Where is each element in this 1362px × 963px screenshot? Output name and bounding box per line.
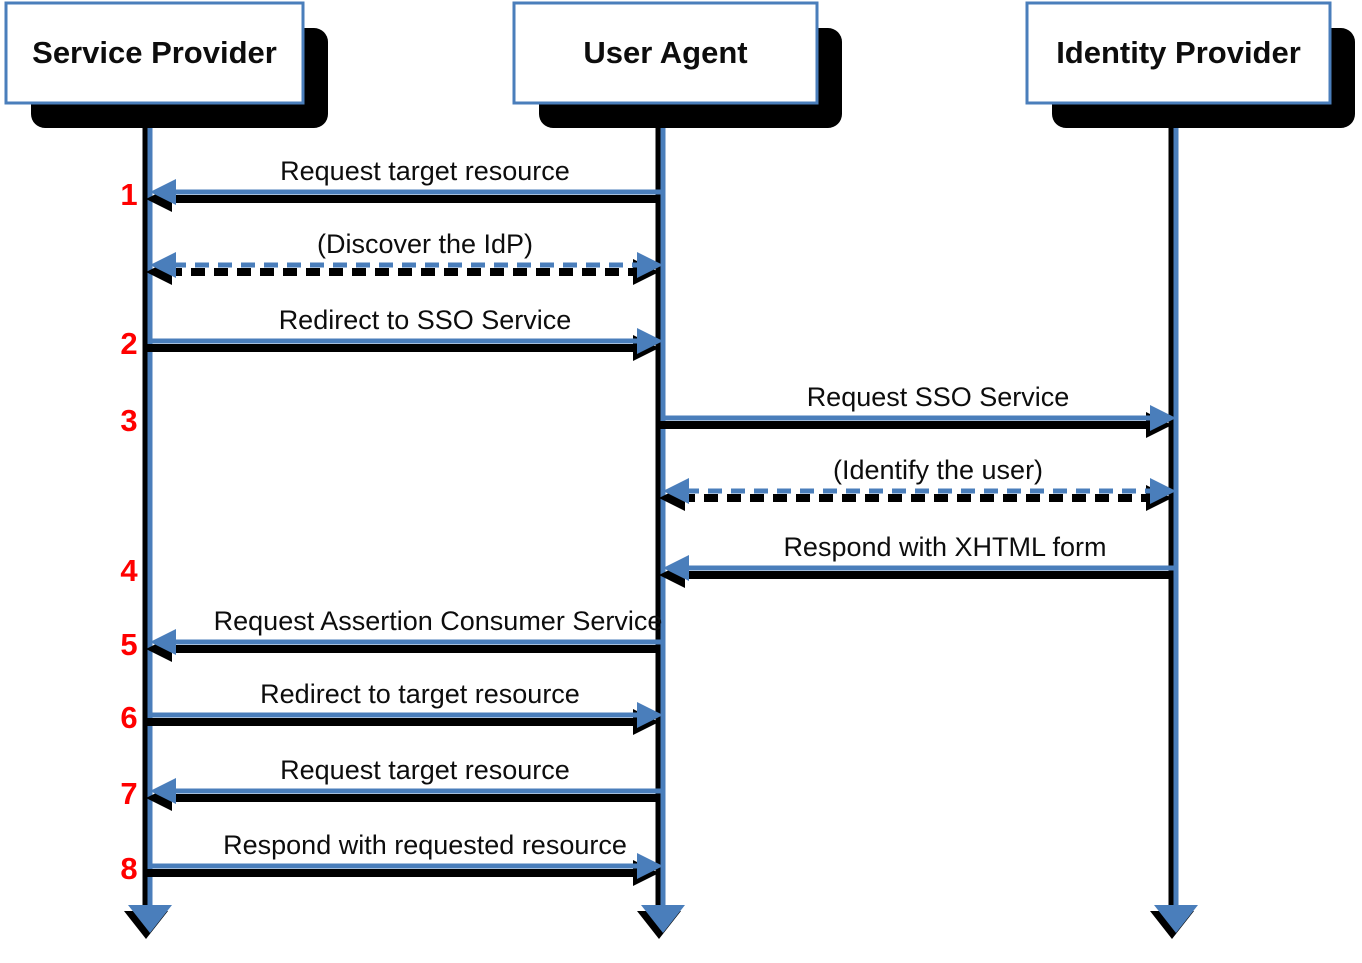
lifeline-cap-user-agent xyxy=(641,905,685,933)
step-number-8: 8 xyxy=(120,851,137,886)
msg-8-label: Respond with requested resource xyxy=(223,830,627,860)
msg-7-head xyxy=(150,778,176,804)
messages-layer: Request target resource (Discover the IdP… xyxy=(146,156,1176,886)
msg-6: Redirect to target resource xyxy=(146,679,663,735)
msg-discover-idp: (Discover the IdP) xyxy=(146,229,663,285)
msg-identify-user-label: (Identify the user) xyxy=(833,455,1043,485)
msg-2-label: Redirect to SSO Service xyxy=(279,305,572,335)
msg-7: Request target resource xyxy=(146,755,663,811)
step-number-7: 7 xyxy=(120,776,137,811)
msg-8-head xyxy=(637,853,663,879)
msg-6-label: Redirect to target resource xyxy=(260,679,580,709)
lifeline-identity-provider xyxy=(1150,103,1198,939)
msg-2: Redirect to SSO Service xyxy=(146,305,663,361)
actor-label-identity-provider: Identity Provider xyxy=(1056,35,1301,70)
lifeline-cap-identity-provider xyxy=(1154,905,1198,933)
msg-3-head xyxy=(1150,405,1176,431)
lifeline-cap-service-provider xyxy=(128,905,172,933)
msg-identify-user: (Identify the user) xyxy=(659,455,1176,511)
msg-5-label: Request Assertion Consumer Service xyxy=(214,606,663,636)
msg-5: Request Assertion Consumer Service xyxy=(146,606,663,662)
actor-rect-service-provider[interactable] xyxy=(4,1,305,105)
msg-discover-idp-label: (Discover the IdP) xyxy=(317,229,533,259)
actor-identity-provider[interactable]: Identity Provider xyxy=(1025,1,1355,128)
msg-1-head xyxy=(150,179,176,205)
lifeline-user-agent xyxy=(637,103,685,939)
msg-1: Request target resource xyxy=(146,156,663,212)
msg-3-label: Request SSO Service xyxy=(807,382,1070,412)
step-number-3: 3 xyxy=(120,403,137,438)
actor-label-service-provider: Service Provider xyxy=(32,35,277,70)
step-numbers-layer: 1 2 3 4 5 6 7 8 xyxy=(120,177,138,886)
msg-discover-idp-head-right xyxy=(637,252,663,278)
actor-user-agent[interactable]: User Agent xyxy=(512,1,842,128)
msg-4-head xyxy=(663,555,689,581)
step-number-6: 6 xyxy=(120,700,137,735)
step-number-5: 5 xyxy=(120,627,137,662)
step-number-4: 4 xyxy=(120,553,138,588)
actor-boxes-layer: Service Provider User Agent Identity Provi… xyxy=(4,1,1355,128)
msg-7-label: Request target resource xyxy=(280,755,570,785)
msg-4: Respond with XHTML form xyxy=(659,532,1176,588)
msg-5-head xyxy=(150,629,176,655)
step-number-1: 1 xyxy=(120,177,137,212)
msg-8: Respond with requested resource xyxy=(146,830,663,886)
msg-2-head xyxy=(637,328,663,354)
actor-rect-user-agent[interactable] xyxy=(512,1,819,105)
actor-service-provider[interactable]: Service Provider xyxy=(4,1,328,128)
step-number-2: 2 xyxy=(120,326,137,361)
msg-identify-user-head-right xyxy=(1150,478,1176,504)
lifeline-service-provider xyxy=(124,103,172,939)
msg-discover-idp-head-left xyxy=(150,252,176,278)
msg-4-label: Respond with XHTML form xyxy=(783,532,1106,562)
lifelines-layer xyxy=(124,103,1198,939)
msg-6-head xyxy=(637,702,663,728)
msg-3: Request SSO Service xyxy=(659,382,1176,438)
actor-label-user-agent: User Agent xyxy=(583,35,747,70)
msg-1-label: Request target resource xyxy=(280,156,570,186)
msg-identify-user-head-left xyxy=(663,478,689,504)
actor-rect-identity-provider[interactable] xyxy=(1025,1,1332,105)
